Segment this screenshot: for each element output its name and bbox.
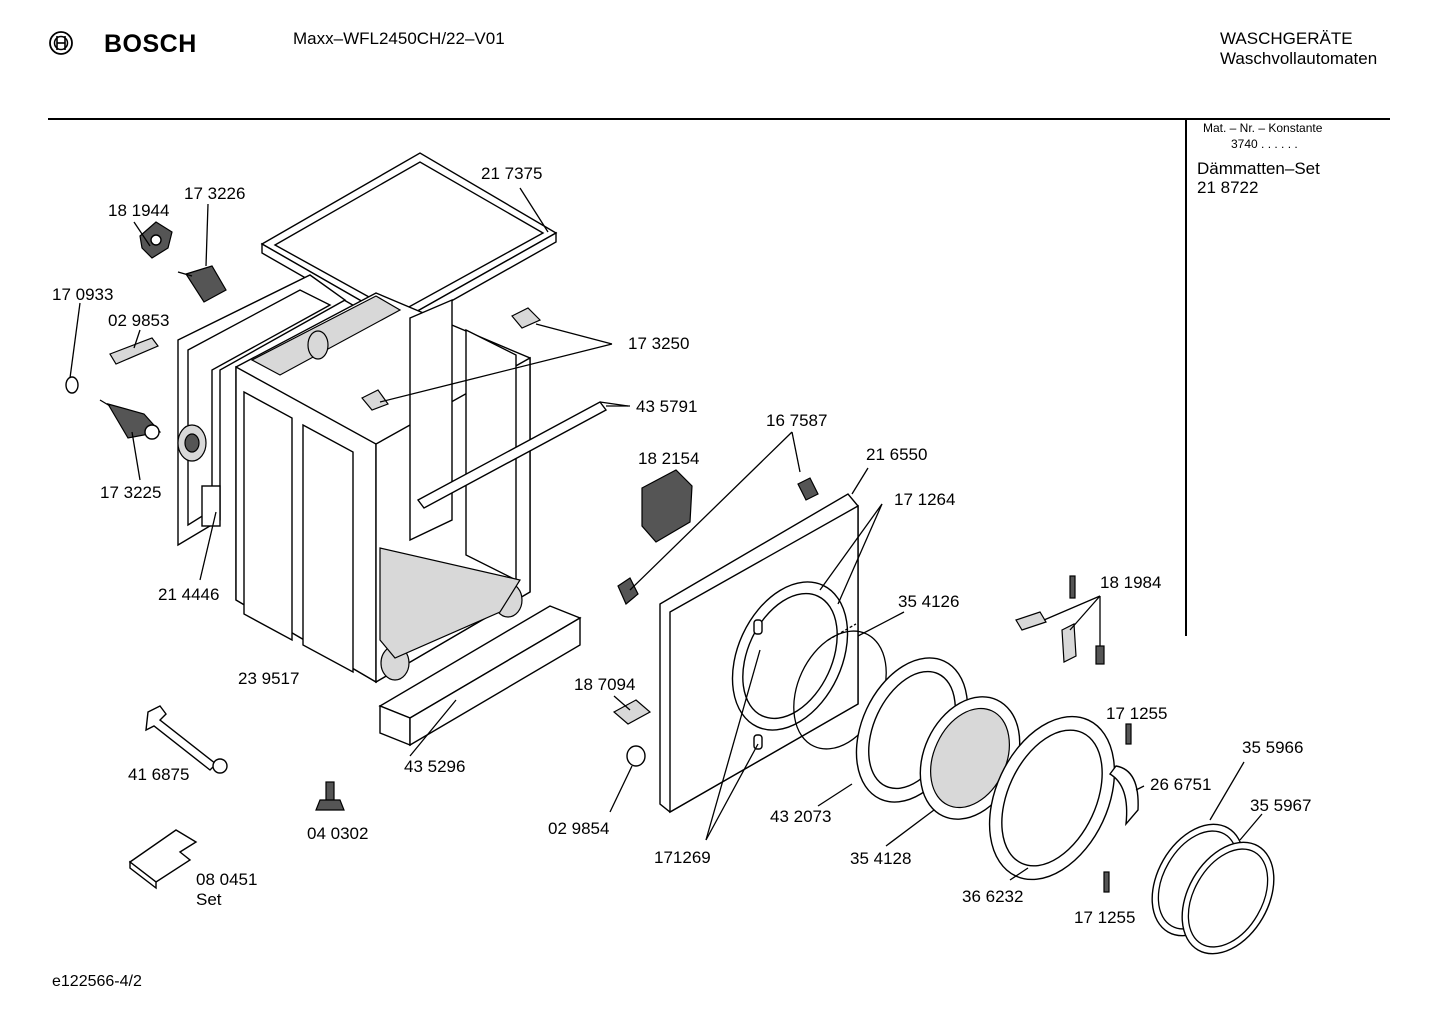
hose-holder-set-part[interactable] <box>128 829 198 890</box>
transport-bolt-part[interactable] <box>315 781 345 811</box>
part-label: 23 9517 <box>238 669 299 688</box>
part-label: 18 2154 <box>638 449 699 468</box>
part-label: 43 5791 <box>636 397 697 416</box>
brand-name: BOSCH <box>104 30 197 58</box>
part-label: 17 1255 <box>1074 908 1135 927</box>
part-label: Set <box>196 890 222 909</box>
front-panel-part[interactable] <box>659 493 870 814</box>
part-label: 17 0933 <box>52 285 113 304</box>
part-label: 35 4128 <box>850 849 911 868</box>
part-label: 16 7587 <box>766 411 827 430</box>
part-label: 36 6232 <box>962 887 1023 906</box>
base-panel-part[interactable] <box>378 605 582 747</box>
gasket-ring-front-part[interactable] <box>1163 826 1292 970</box>
door-hinge-part[interactable] <box>1015 575 1105 665</box>
cross-strut-part[interactable] <box>416 401 629 509</box>
part-label: 43 2073 <box>770 807 831 826</box>
part-label: 18 7094 <box>574 675 635 694</box>
document-code: e122566-4/2 <box>52 973 142 990</box>
part-label: 35 4126 <box>898 592 959 611</box>
part-label: 21 4446 <box>158 585 219 604</box>
part-label: 26 6751 <box>1150 775 1211 794</box>
insulation-set-number: 21 8722 <box>1197 178 1259 197</box>
category-subtitle: Waschvollautomaten <box>1220 49 1378 68</box>
part-label: 21 6550 <box>866 445 927 464</box>
push-button-part[interactable] <box>626 745 646 767</box>
part-label: 35 5967 <box>1250 796 1311 815</box>
bosch-logo-icon <box>48 30 74 61</box>
leader-lines <box>69 187 1263 881</box>
door-lock-part[interactable] <box>641 469 693 543</box>
hinge-pin-right-part[interactable] <box>797 477 819 501</box>
hinge-screw-part[interactable] <box>1103 723 1132 893</box>
part-label: 02 9853 <box>108 311 169 330</box>
door-ring-outer-part[interactable] <box>965 696 1139 899</box>
model-number: Maxx–WFL2450CH/22–V01 <box>293 29 505 48</box>
part-label: 17 3226 <box>184 184 245 203</box>
part-label: 17 3250 <box>628 334 689 353</box>
hinge-pin-left-part[interactable] <box>617 577 639 605</box>
part-label: 43 5296 <box>404 757 465 776</box>
category-title: WASCHGERÄTE <box>1220 29 1353 48</box>
part-label: 02 9854 <box>548 819 609 838</box>
part-label: 04 0302 <box>307 824 368 843</box>
header-divider <box>48 118 1390 120</box>
part-label: 41 6875 <box>128 765 189 784</box>
part-label: 18 1944 <box>108 201 169 220</box>
part-label: 17 1264 <box>894 490 955 509</box>
grommet-part[interactable] <box>65 376 79 394</box>
part-labels: 21 7375 17 3226 18 1944 17 0933 02 9853 … <box>52 164 1311 927</box>
insulation-set-name: Dämmatten–Set <box>1197 159 1320 178</box>
cabinet-housing-part[interactable] <box>235 292 531 684</box>
wrench-tool-part[interactable] <box>145 705 228 774</box>
part-label: 21 7375 <box>481 164 542 183</box>
switch-knob-part[interactable] <box>612 699 652 725</box>
part-label: 18 1984 <box>1100 573 1161 592</box>
part-label: 17 3225 <box>100 483 161 502</box>
material-number-value: 3740 . . . . . . <box>1231 137 1298 151</box>
bracket-clip-center-part[interactable] <box>361 389 389 411</box>
door-handle-part[interactable] <box>1108 765 1139 827</box>
bracket-clip-right-part[interactable] <box>511 307 542 329</box>
part-label: 17 1255 <box>1106 704 1167 723</box>
part-label: 08 0451 <box>196 870 257 889</box>
sidebar-divider <box>1185 118 1187 636</box>
clip-part[interactable] <box>109 337 159 365</box>
part-label: 171269 <box>654 848 711 867</box>
material-number-label: Mat. – Nr. – Konstante <box>1203 121 1323 135</box>
part-label: 35 5966 <box>1242 738 1303 757</box>
shock-absorber-lower-part[interactable] <box>99 399 162 440</box>
shock-absorber-upper-part[interactable] <box>177 265 227 303</box>
hinge-bracket-part[interactable] <box>139 221 173 259</box>
